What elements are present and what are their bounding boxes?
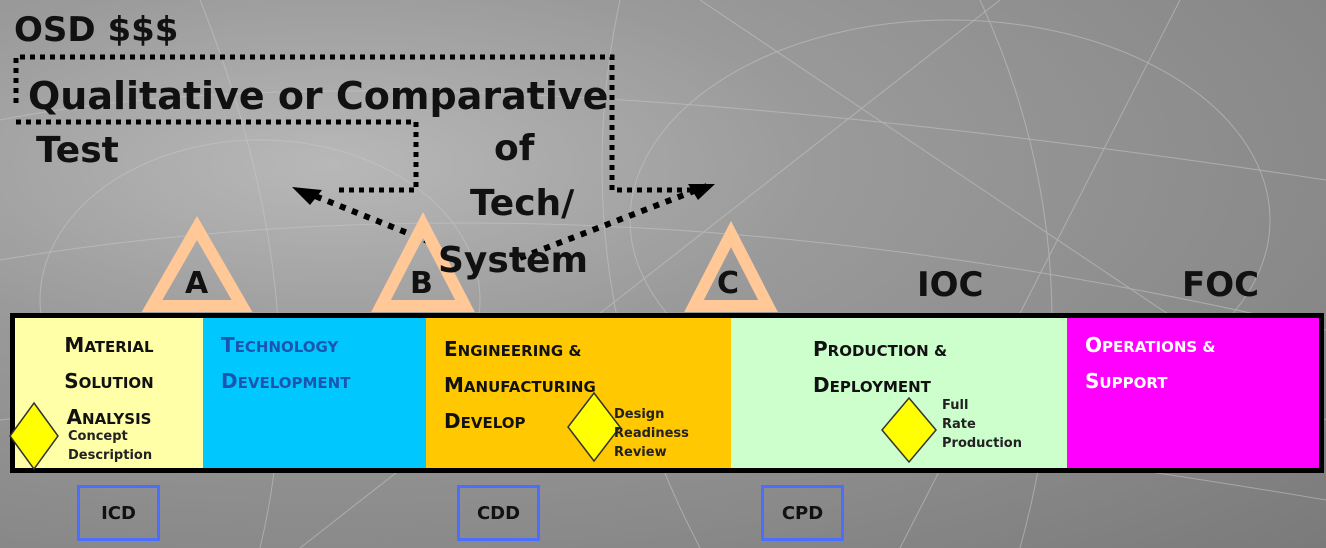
phase-operations-support: Operations & Support bbox=[1067, 318, 1319, 468]
design-readiness-review-label: Design Readiness Review bbox=[614, 407, 689, 460]
full-rate-production-label: Full Rate Production bbox=[942, 398, 1022, 451]
milestone-c-label: C bbox=[717, 266, 740, 301]
qualitative-comparative-label: Qualitative or Comparative bbox=[28, 74, 609, 118]
design-review-diamond-icon bbox=[567, 391, 621, 463]
concept-description-label: Concept Description bbox=[68, 429, 153, 463]
of-label: of bbox=[494, 128, 535, 169]
system-label: System bbox=[438, 240, 588, 281]
cdd-document-box: CDD bbox=[457, 485, 540, 541]
milestone-a-triangle bbox=[141, 215, 253, 312]
full-rate-production-diamond-icon bbox=[881, 396, 937, 464]
phase-engineering-manufacturing-development: Engineering & Manufacturing Develop bbox=[426, 318, 731, 468]
milestone-b-triangle bbox=[371, 211, 475, 312]
phase-technology-development: Technology Development bbox=[203, 318, 426, 468]
milestone-c-triangle bbox=[684, 220, 778, 312]
milestone-a-label: A bbox=[185, 266, 209, 301]
tech-label: Tech/ bbox=[470, 183, 575, 224]
cpd-document-box: CPD bbox=[761, 485, 844, 541]
milestone-b-label: B bbox=[410, 266, 433, 301]
osd-funding-label: OSD $$$ bbox=[14, 10, 179, 50]
icd-document-box: ICD bbox=[77, 485, 160, 541]
test-label: Test bbox=[36, 130, 119, 171]
milestone-ioc-label: IOC bbox=[917, 265, 984, 305]
concept-review-diamond-icon bbox=[9, 401, 59, 471]
milestone-foc-label: FOC bbox=[1182, 265, 1260, 305]
